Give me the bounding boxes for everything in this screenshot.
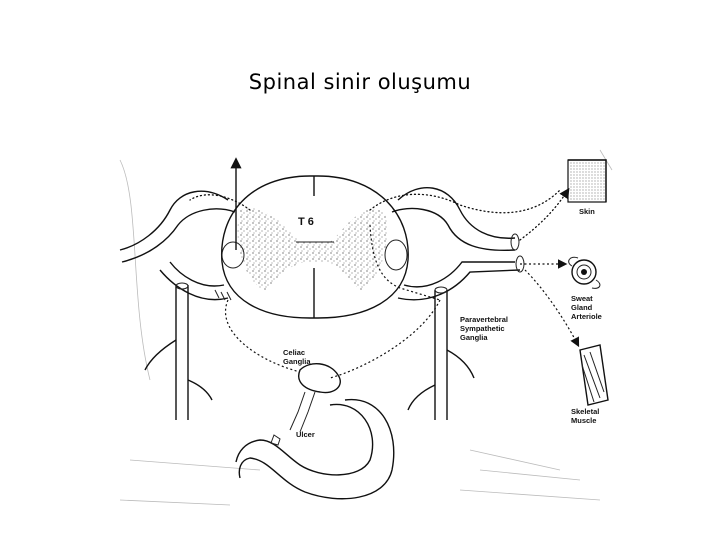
label-skin: Skin xyxy=(579,207,595,216)
background-sketch xyxy=(119,149,613,506)
segment-label: T 6 xyxy=(298,216,314,228)
label-paravertebral: Paravertebral xyxy=(460,315,508,324)
fiber-pathways xyxy=(189,187,580,379)
label-arteriole: Arteriole xyxy=(571,312,602,321)
label-gland: Gland xyxy=(571,303,593,312)
stomach-and-celiac xyxy=(235,363,395,500)
sweat-gland xyxy=(568,256,601,289)
slide-title: Spinal sinir oluşumu xyxy=(248,70,472,94)
skin-block xyxy=(567,159,607,203)
label-sweat: Sweat xyxy=(571,294,593,303)
label-muscle: Muscle xyxy=(571,416,596,425)
sympathetic-chains xyxy=(144,282,475,420)
label-ulcer: Ulcer xyxy=(296,430,315,439)
label-celiac-ganglia: Ganglia xyxy=(283,357,311,366)
left-nerve-roots xyxy=(119,157,245,301)
right-nerve-roots xyxy=(384,186,525,301)
label-celiac: Celiac xyxy=(283,348,305,357)
skeletal-muscle xyxy=(579,344,609,406)
label-skeletal: Skeletal xyxy=(571,407,599,416)
label-sympathetic: Sympathetic xyxy=(460,324,505,333)
spinal-cord-section xyxy=(221,175,409,319)
label-ganglia: Ganglia xyxy=(460,333,488,342)
